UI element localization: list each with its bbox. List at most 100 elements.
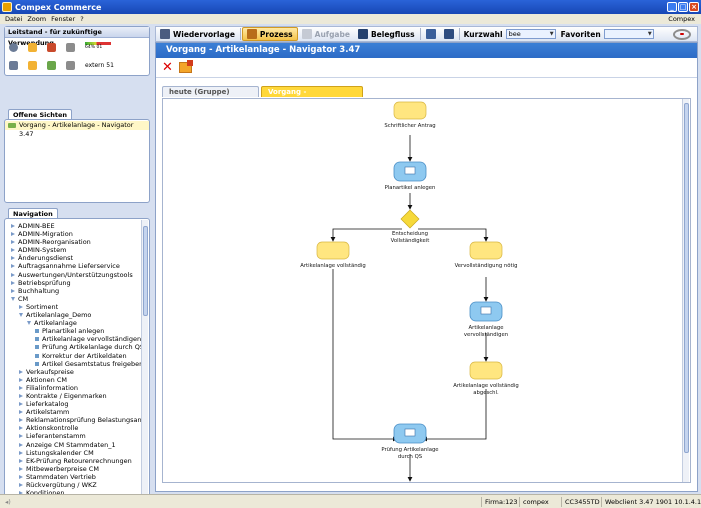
nav-item[interactable]: Aktionskontrolle xyxy=(5,424,142,432)
chevron-right-icon xyxy=(19,418,23,423)
nav-item[interactable]: Artikelanlage xyxy=(5,319,142,327)
menu-datei[interactable]: Datei xyxy=(5,15,23,23)
belegfluss-button[interactable]: Belegfluss xyxy=(354,27,419,41)
node-label: Artikelanlage vollständig xyxy=(453,383,519,389)
nav-item-label: Reklamationsprüfung Belastungsanzeige xyxy=(26,416,142,425)
workflow-scrollbar[interactable] xyxy=(682,99,689,482)
tab-vorgang-artikelanlage[interactable]: Vorgang - Artikelanlage xyxy=(261,86,363,107)
event-node[interactable] xyxy=(469,241,503,260)
wheel-icon[interactable] xyxy=(9,42,18,52)
nav-item[interactable]: ADMIN-System xyxy=(5,246,142,254)
nav-item[interactable]: Sortiment xyxy=(5,303,142,311)
nav-item-label: Artikelanlage_Demo xyxy=(26,311,92,320)
nav-item[interactable]: Auswertungen/Unterstützungstools xyxy=(5,271,142,279)
navigation-scrollbar[interactable] xyxy=(141,220,148,508)
document-icon[interactable] xyxy=(66,61,75,70)
nav-item[interactable]: Buchhaltung xyxy=(5,287,142,295)
nav-item[interactable]: Konditionen xyxy=(5,489,142,497)
nav-item-label: Korrektur der Artikeldaten xyxy=(42,351,127,360)
nav-item[interactable]: Artikel Gesamtstatus freigeben xyxy=(5,360,142,368)
kurzwahl-select[interactable]: bee xyxy=(505,29,556,39)
task-screen-icon xyxy=(404,166,416,175)
nav-item[interactable]: Prüfung Artikelanlage durch QS xyxy=(5,343,142,351)
mail-button[interactable] xyxy=(440,27,458,41)
nav-item-label: Konditionen xyxy=(26,489,65,497)
wiedervorlage-button[interactable]: Wiedervorlage xyxy=(156,27,239,41)
navigation-tab[interactable]: Navigation xyxy=(8,208,58,218)
close-view-icon[interactable]: ✕ xyxy=(162,60,173,75)
nav-item-label: Aktionskontrolle xyxy=(26,424,79,433)
printer-icon[interactable] xyxy=(9,61,18,70)
nav-item[interactable]: Artikelanlage_Demo xyxy=(5,311,142,319)
alert-icon[interactable] xyxy=(47,42,56,52)
cart-alt-icon[interactable] xyxy=(28,61,37,70)
contacts-button[interactable] xyxy=(422,27,440,41)
wiedervorlage-label: Wiedervorlage xyxy=(173,29,235,39)
aufgabe-button[interactable]: Aufgabe xyxy=(298,27,354,41)
maximize-icon[interactable]: □ xyxy=(678,2,688,12)
menu-help[interactable]: ? xyxy=(80,15,84,23)
navigation-scroll-thumb[interactable] xyxy=(143,226,148,316)
prozess-label: Prozess xyxy=(259,29,293,39)
status-bar: ◂) Firma:123 compex CC3455TD Webclient 3… xyxy=(0,494,701,508)
nav-item[interactable]: Filialinformation xyxy=(5,384,142,392)
event-node[interactable] xyxy=(316,241,350,260)
nav-item-label: Artikelanlage vervollständigen xyxy=(42,335,142,344)
workflow-scroll-thumb[interactable] xyxy=(684,103,689,453)
task-screen-icon xyxy=(404,428,416,437)
nav-item[interactable]: Lieferantenstamm xyxy=(5,432,142,440)
nav-item-label: Rückvergütung / WKZ xyxy=(26,481,97,489)
nav-item[interactable]: Änderungsdienst xyxy=(5,254,142,262)
close-icon[interactable]: × xyxy=(689,2,699,12)
contacts-icon xyxy=(425,29,436,39)
nav-item[interactable]: Verkaufspreise xyxy=(5,368,142,376)
nav-item[interactable]: Mitbewerberpreise CM xyxy=(5,465,142,473)
node-label: abgeschl. xyxy=(473,390,499,396)
nav-item[interactable]: Anzeige CM Stammdaten_1 xyxy=(5,441,142,449)
offene-sichten-tab[interactable]: Offene Sichten xyxy=(8,109,73,119)
event-node[interactable] xyxy=(469,361,503,380)
clipboard-icon[interactable] xyxy=(66,42,75,52)
menu-zoom[interactable]: Zoom xyxy=(27,15,47,23)
offene-sichten-panel: Vorgang - Artikelanlage - Navigator 3.47 xyxy=(4,119,150,203)
nav-item[interactable]: CM xyxy=(5,295,142,303)
leaf-bullet-icon xyxy=(35,345,39,350)
nav-item[interactable]: Betriebsprüfung xyxy=(5,279,142,287)
chevron-right-icon xyxy=(11,232,15,237)
status-light-icon[interactable] xyxy=(47,61,56,70)
nav-item[interactable]: Kontrakte / Eigenmarken xyxy=(5,392,142,400)
nav-item[interactable]: Stammdaten Vertrieb xyxy=(5,473,142,481)
prozess-button[interactable]: Prozess xyxy=(241,27,298,41)
gateway-node[interactable] xyxy=(400,209,420,229)
nav-item[interactable]: Planartikel anlegen xyxy=(5,327,142,335)
nav-item-label: Kontrakte / Eigenmarken xyxy=(26,391,107,400)
cart-icon[interactable] xyxy=(28,42,37,52)
open-view-item[interactable]: Vorgang - Artikelanlage - Navigator 3.47 xyxy=(5,121,149,138)
nav-item[interactable]: Listungskalender CM xyxy=(5,449,142,457)
nav-item[interactable]: Aktionen CM xyxy=(5,376,142,384)
nav-item[interactable]: ADMIN-Reorganisation xyxy=(5,238,142,246)
app-icon xyxy=(2,2,12,12)
nav-item[interactable]: Korrektur der Artikeldaten xyxy=(5,352,142,360)
menu-brand: Compex xyxy=(668,15,695,23)
export-icon[interactable] xyxy=(178,60,193,73)
nav-item[interactable]: Lieferkatalog xyxy=(5,400,142,408)
nav-item[interactable]: Reklamationsprüfung Belastungsanzeige xyxy=(5,416,142,424)
nav-item[interactable]: ADMIN-Migration xyxy=(5,230,142,238)
favoriten-select[interactable] xyxy=(603,29,654,39)
nav-item[interactable]: Artikelanlage vervollständigen xyxy=(5,335,142,343)
chevron-right-icon xyxy=(11,288,15,293)
chevron-right-icon xyxy=(19,377,23,382)
nav-item[interactable]: EK-Prüfung Retourenrechnungen xyxy=(5,457,142,465)
event-node[interactable] xyxy=(393,101,427,120)
nav-item[interactable]: Auftragsannahme Lieferservice xyxy=(5,262,142,270)
nav-item[interactable]: Artikelstamm xyxy=(5,408,142,416)
menu-fenster[interactable]: Fenster xyxy=(51,15,76,23)
minimize-icon[interactable]: _ xyxy=(667,2,677,12)
nav-item[interactable]: Rückvergütung / WKZ xyxy=(5,481,142,489)
gauge-widget: 64% 01 xyxy=(85,42,111,52)
tab-heute-gruppe[interactable]: heute (Gruppe) xyxy=(162,86,259,97)
nav-item[interactable]: ADMIN-BEE xyxy=(5,222,142,230)
main-window: Vorgang - Artikelanlage - Navigator 3.47… xyxy=(155,42,698,492)
chevron-right-icon xyxy=(11,256,15,261)
